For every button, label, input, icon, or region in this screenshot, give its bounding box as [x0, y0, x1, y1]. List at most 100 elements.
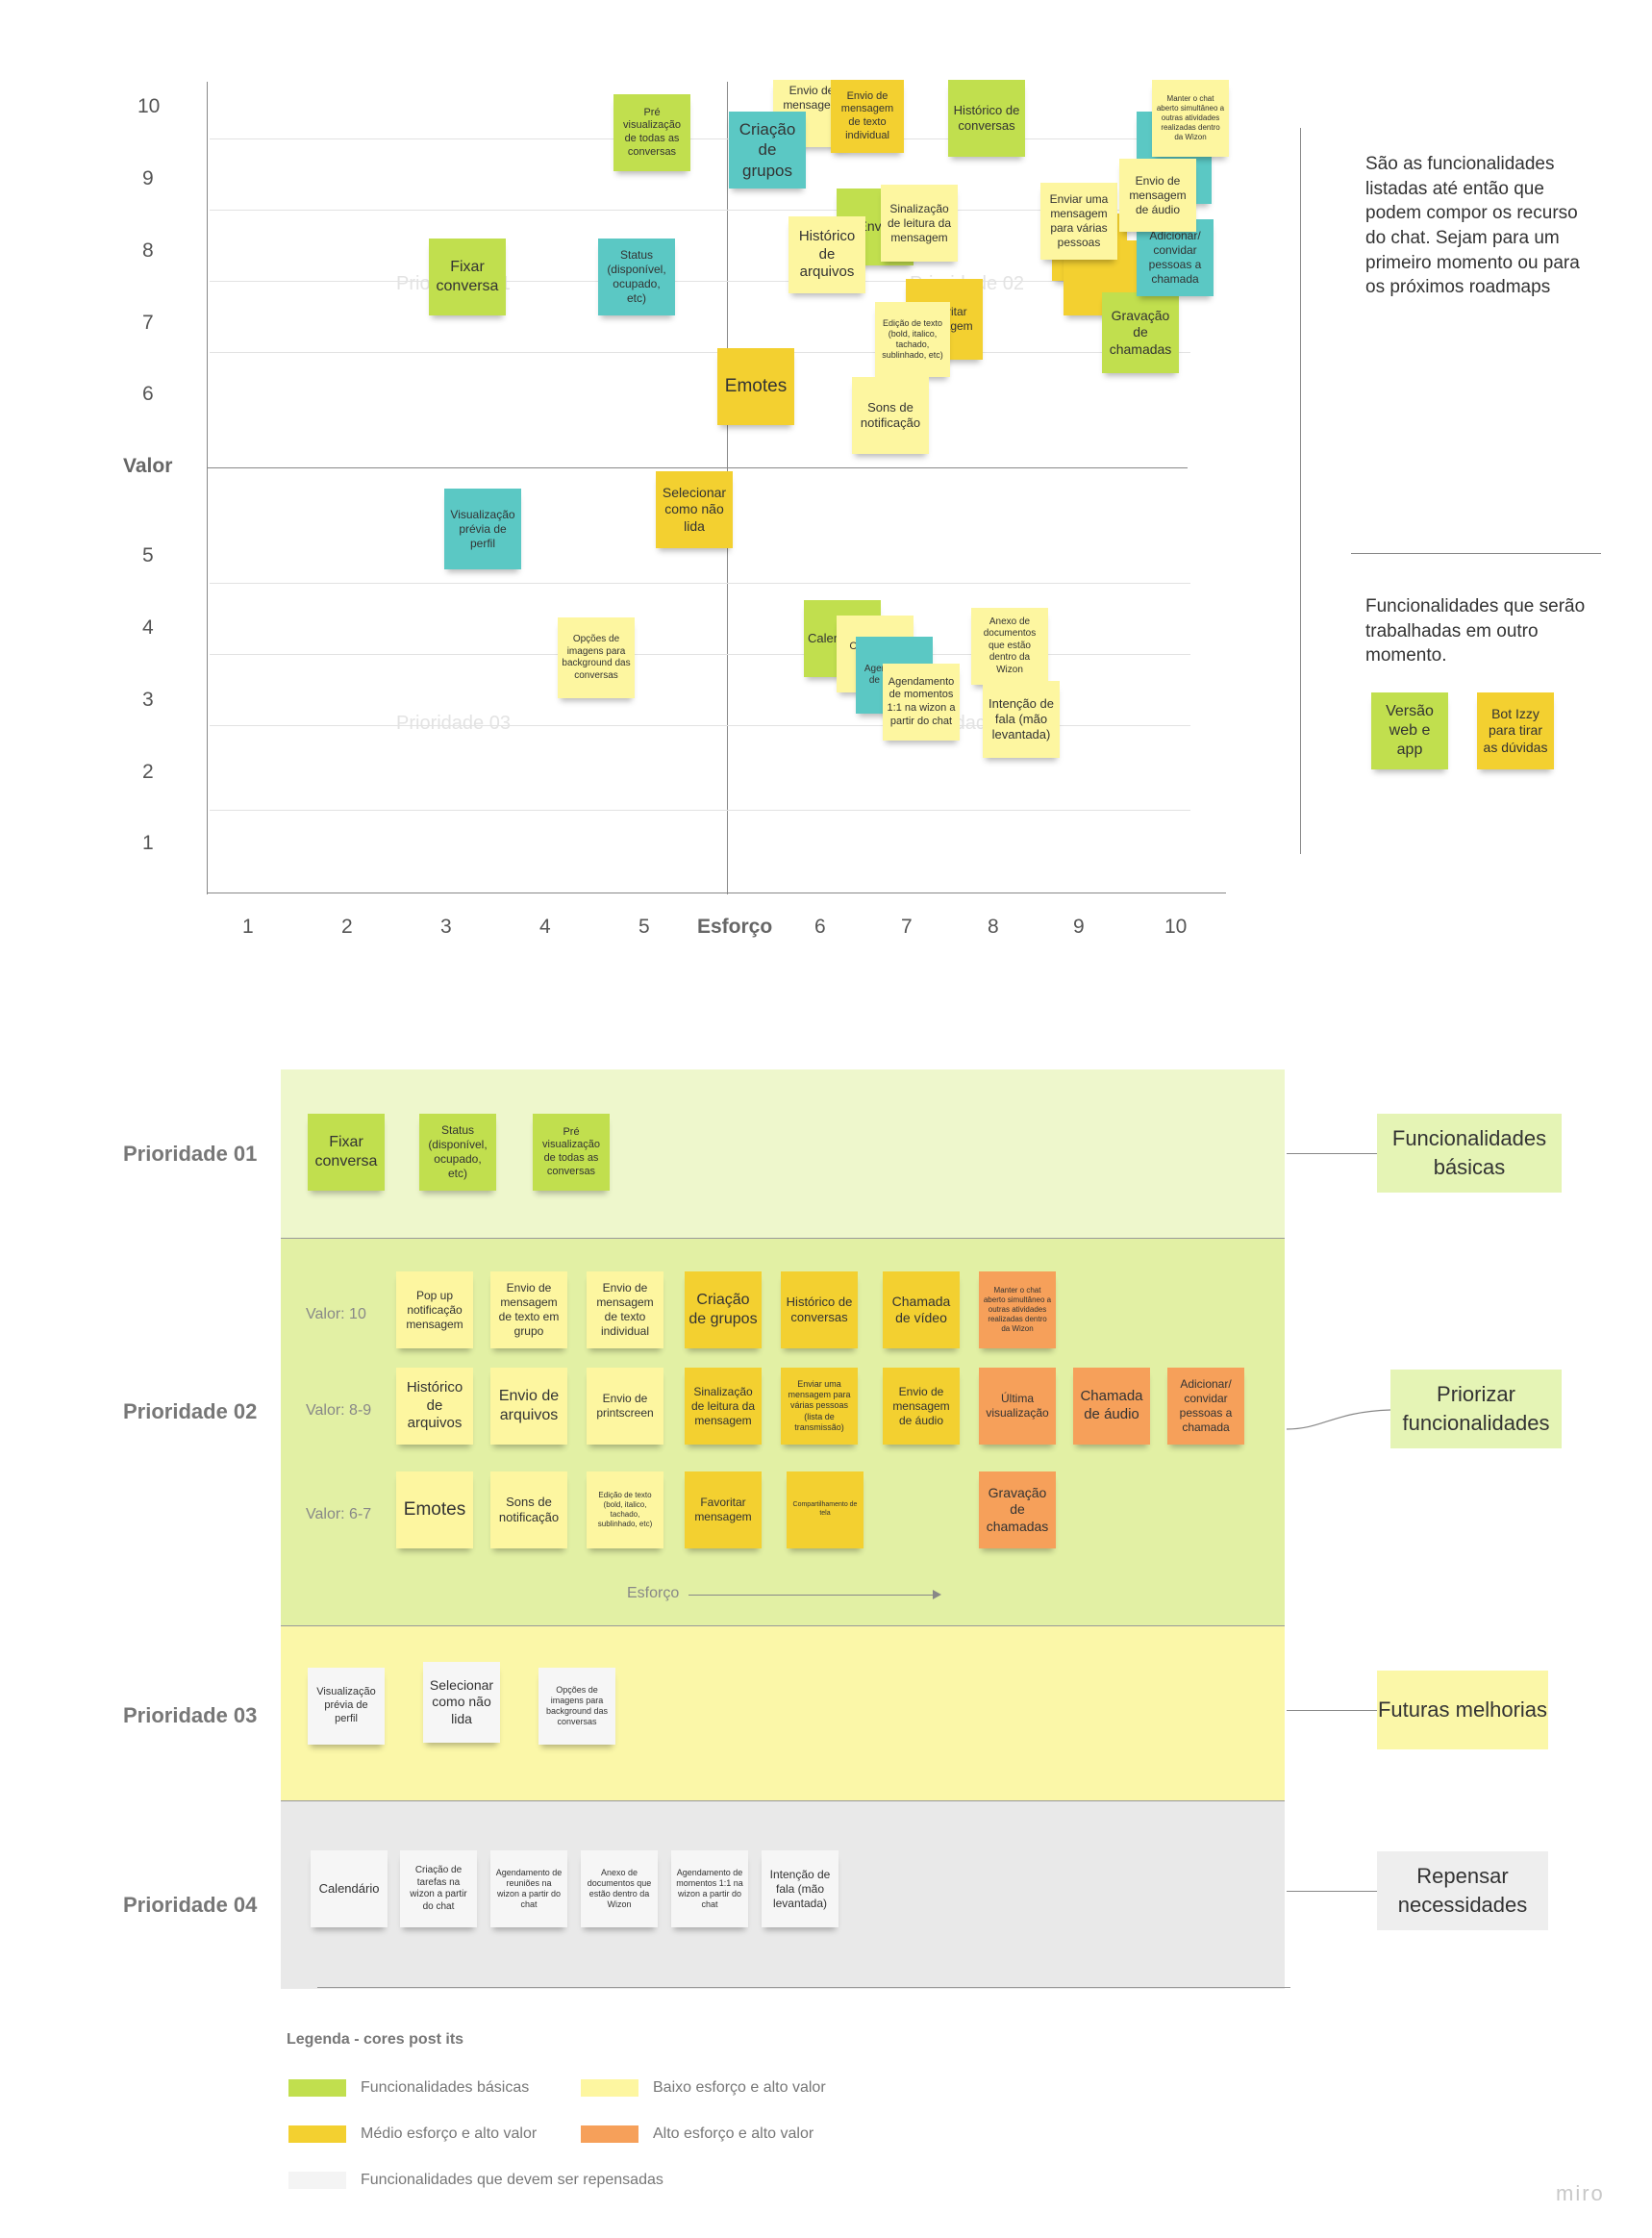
- sticky-note[interactable]: Status (disponível, ocupado, etc): [598, 239, 675, 315]
- band-divider: [281, 1238, 1285, 1239]
- y-tick: 7: [142, 312, 154, 334]
- sticky-note[interactable]: Pré visualização de todas as conversas: [533, 1114, 610, 1191]
- sticky-note[interactable]: Manter o chat aberto simultâneo a outras…: [979, 1271, 1056, 1348]
- sticky-note[interactable]: Sinalização de leitura da mensagem: [685, 1368, 762, 1445]
- gridline: [210, 654, 1190, 655]
- x-axis-label: Esforço: [697, 916, 773, 938]
- x-tick: 9: [1073, 916, 1085, 938]
- gridline: [210, 810, 1190, 811]
- sticky-note[interactable]: Envio de mensagem de texto individual: [831, 80, 904, 153]
- sticky-note[interactable]: Favoritar mensagem: [685, 1471, 762, 1548]
- category-box: Futuras melhorias: [1377, 1671, 1548, 1749]
- sticky-note[interactable]: Sons de notificação: [490, 1471, 567, 1548]
- y-tick: 1: [142, 832, 154, 854]
- sticky-note[interactable]: Histórico de conversas: [781, 1271, 858, 1348]
- sticky-note[interactable]: Status (disponível, ocupado, etc): [419, 1114, 496, 1191]
- sticky-note[interactable]: Envio de mensagem de áudio: [883, 1368, 960, 1445]
- category-box: Funcionalidades básicas: [1377, 1114, 1562, 1193]
- y-tick: 4: [142, 616, 154, 639]
- sticky-note[interactable]: Compartilhamento de tela: [787, 1471, 864, 1548]
- arrow-head-icon: [933, 1590, 941, 1599]
- sticky-note[interactable]: Edição de texto (bold, italico, tachado,…: [587, 1471, 663, 1548]
- sticky-note[interactable]: Versão web e app: [1371, 692, 1448, 769]
- y-tick: 10: [138, 95, 161, 117]
- x-tick: 1: [242, 916, 254, 938]
- sticky-note[interactable]: Visualização prévia de perfil: [308, 1668, 385, 1745]
- sticky-note[interactable]: Envio de mensagem de áudio: [1119, 159, 1196, 232]
- matrix-left-axis: [207, 82, 208, 894]
- gridline: [210, 210, 1190, 211]
- sticky-note[interactable]: Edição de texto (bold, italico, tachado,…: [875, 302, 950, 377]
- sticky-note[interactable]: Agendamento de momentos 1:1 na wizon a p…: [671, 1850, 748, 1927]
- y-tick: 3: [142, 689, 154, 711]
- sticky-note[interactable]: Criação de tarefas na wizon a partir do …: [400, 1850, 477, 1927]
- legend-swatch: [581, 2125, 638, 2143]
- connector-line: [1287, 1891, 1377, 1892]
- gridline: [210, 583, 1190, 584]
- sticky-note[interactable]: Gravação de chamadas: [979, 1471, 1056, 1548]
- sticky-note[interactable]: Envio de printscreen: [587, 1368, 663, 1445]
- effort-arrow-label: Esforço: [627, 1585, 680, 1601]
- sticky-note[interactable]: Emotes: [396, 1471, 473, 1548]
- sticky-note[interactable]: Bot Izzy para tirar as dúvidas: [1477, 692, 1554, 769]
- sticky-note[interactable]: Histórico de arquivos: [396, 1368, 473, 1445]
- legend-item-label: Alto esforço e alto valor: [653, 2125, 814, 2142]
- priority-label: Prioridade 01: [123, 1142, 258, 1166]
- sticky-note[interactable]: Pré visualização de todas as conversas: [613, 94, 690, 171]
- value-row-label: Valor: 10: [306, 1306, 366, 1322]
- sticky-note[interactable]: Chamada de vídeo: [883, 1271, 960, 1348]
- side-description: São as funcionalidades listadas até entã…: [1365, 154, 1580, 298]
- sticky-note[interactable]: Histórico de conversas: [948, 80, 1025, 157]
- gridline: [210, 725, 1190, 726]
- category-box: Repensar necessidades: [1377, 1851, 1548, 1930]
- priority-label: Prioridade 04: [123, 1893, 258, 1917]
- x-tick: 10: [1164, 916, 1188, 938]
- sticky-note[interactable]: Criação de grupos: [729, 112, 806, 189]
- x-tick: 7: [901, 916, 913, 938]
- sticky-note[interactable]: Emotes: [717, 348, 794, 425]
- sticky-note[interactable]: Manter o chat aberto simultâneo a outras…: [1152, 80, 1229, 157]
- sticky-note[interactable]: Anexo de documentos que estão dentro da …: [971, 608, 1048, 685]
- sticky-note[interactable]: Opções de imagens para background das co…: [558, 617, 635, 698]
- connector-line: [1287, 1153, 1377, 1154]
- sticky-note[interactable]: Intenção de fala (mão levantada): [762, 1850, 839, 1927]
- legend-item-label: Funcionalidades que devem ser repensadas: [361, 2172, 663, 2188]
- sticky-note[interactable]: Selecionar como não lida: [656, 471, 733, 548]
- sticky-note[interactable]: Sinalização de leitura da mensagem: [881, 185, 958, 262]
- sticky-note[interactable]: Calendário: [311, 1850, 388, 1927]
- band-divider: [317, 1987, 1290, 1988]
- x-tick: 3: [440, 916, 452, 938]
- sticky-note[interactable]: Adicionar/ convidar pessoas a chamada: [1137, 219, 1214, 296]
- sticky-note[interactable]: Intenção de fala (mão levantada): [983, 681, 1060, 758]
- sticky-note[interactable]: Histórico de arquivos: [788, 216, 865, 293]
- sticky-note[interactable]: Fixar conversa: [308, 1114, 385, 1191]
- y-tick: 6: [142, 383, 154, 405]
- sticky-note[interactable]: Última visualização: [979, 1368, 1056, 1445]
- sticky-note[interactable]: Enviar uma mensagem para várias pessoas: [1040, 183, 1117, 260]
- band-divider: [281, 1800, 1285, 1801]
- sticky-note[interactable]: Enviar uma mensagem para várias pessoas …: [781, 1368, 858, 1445]
- sticky-note[interactable]: Anexo de documentos que estão dentro da …: [581, 1850, 658, 1927]
- sticky-note[interactable]: Envio de mensagem de texto em grupo: [490, 1271, 567, 1348]
- sticky-note[interactable]: Chamada de áudio: [1073, 1368, 1150, 1445]
- sticky-note[interactable]: Pop up notificação mensagem: [396, 1271, 473, 1348]
- sticky-note[interactable]: Agendamento de reuniões na wizon a parti…: [490, 1850, 567, 1927]
- miro-logo: miro: [1556, 2181, 1605, 2205]
- sticky-note[interactable]: Agendamento de momentos 1:1 na wizon a p…: [883, 664, 960, 741]
- sticky-note[interactable]: Criação de grupos: [685, 1271, 762, 1348]
- y-tick: 8: [142, 239, 154, 262]
- sticky-note[interactable]: Gravação de chamadas: [1102, 292, 1179, 373]
- sticky-note[interactable]: Selecionar como não lida: [423, 1662, 500, 1743]
- sticky-note[interactable]: Opções de imagens para background das co…: [538, 1668, 615, 1745]
- x-tick: 2: [341, 916, 353, 938]
- sticky-note[interactable]: Fixar conversa: [429, 239, 506, 315]
- sticky-note[interactable]: Visualização prévia de perfil: [444, 489, 521, 569]
- effort-arrow: [688, 1595, 939, 1596]
- legend-item-label: Médio esforço e alto valor: [361, 2125, 538, 2142]
- sticky-note[interactable]: Envio de mensagem de texto individual: [587, 1271, 663, 1348]
- gridline: [210, 138, 1190, 139]
- priority-label: Prioridade 02: [123, 1399, 258, 1423]
- sticky-note[interactable]: Adicionar/ convidar pessoas a chamada: [1167, 1368, 1244, 1445]
- sticky-note[interactable]: Envio de arquivos: [490, 1368, 567, 1445]
- sticky-note[interactable]: Sons de notificação: [852, 377, 929, 454]
